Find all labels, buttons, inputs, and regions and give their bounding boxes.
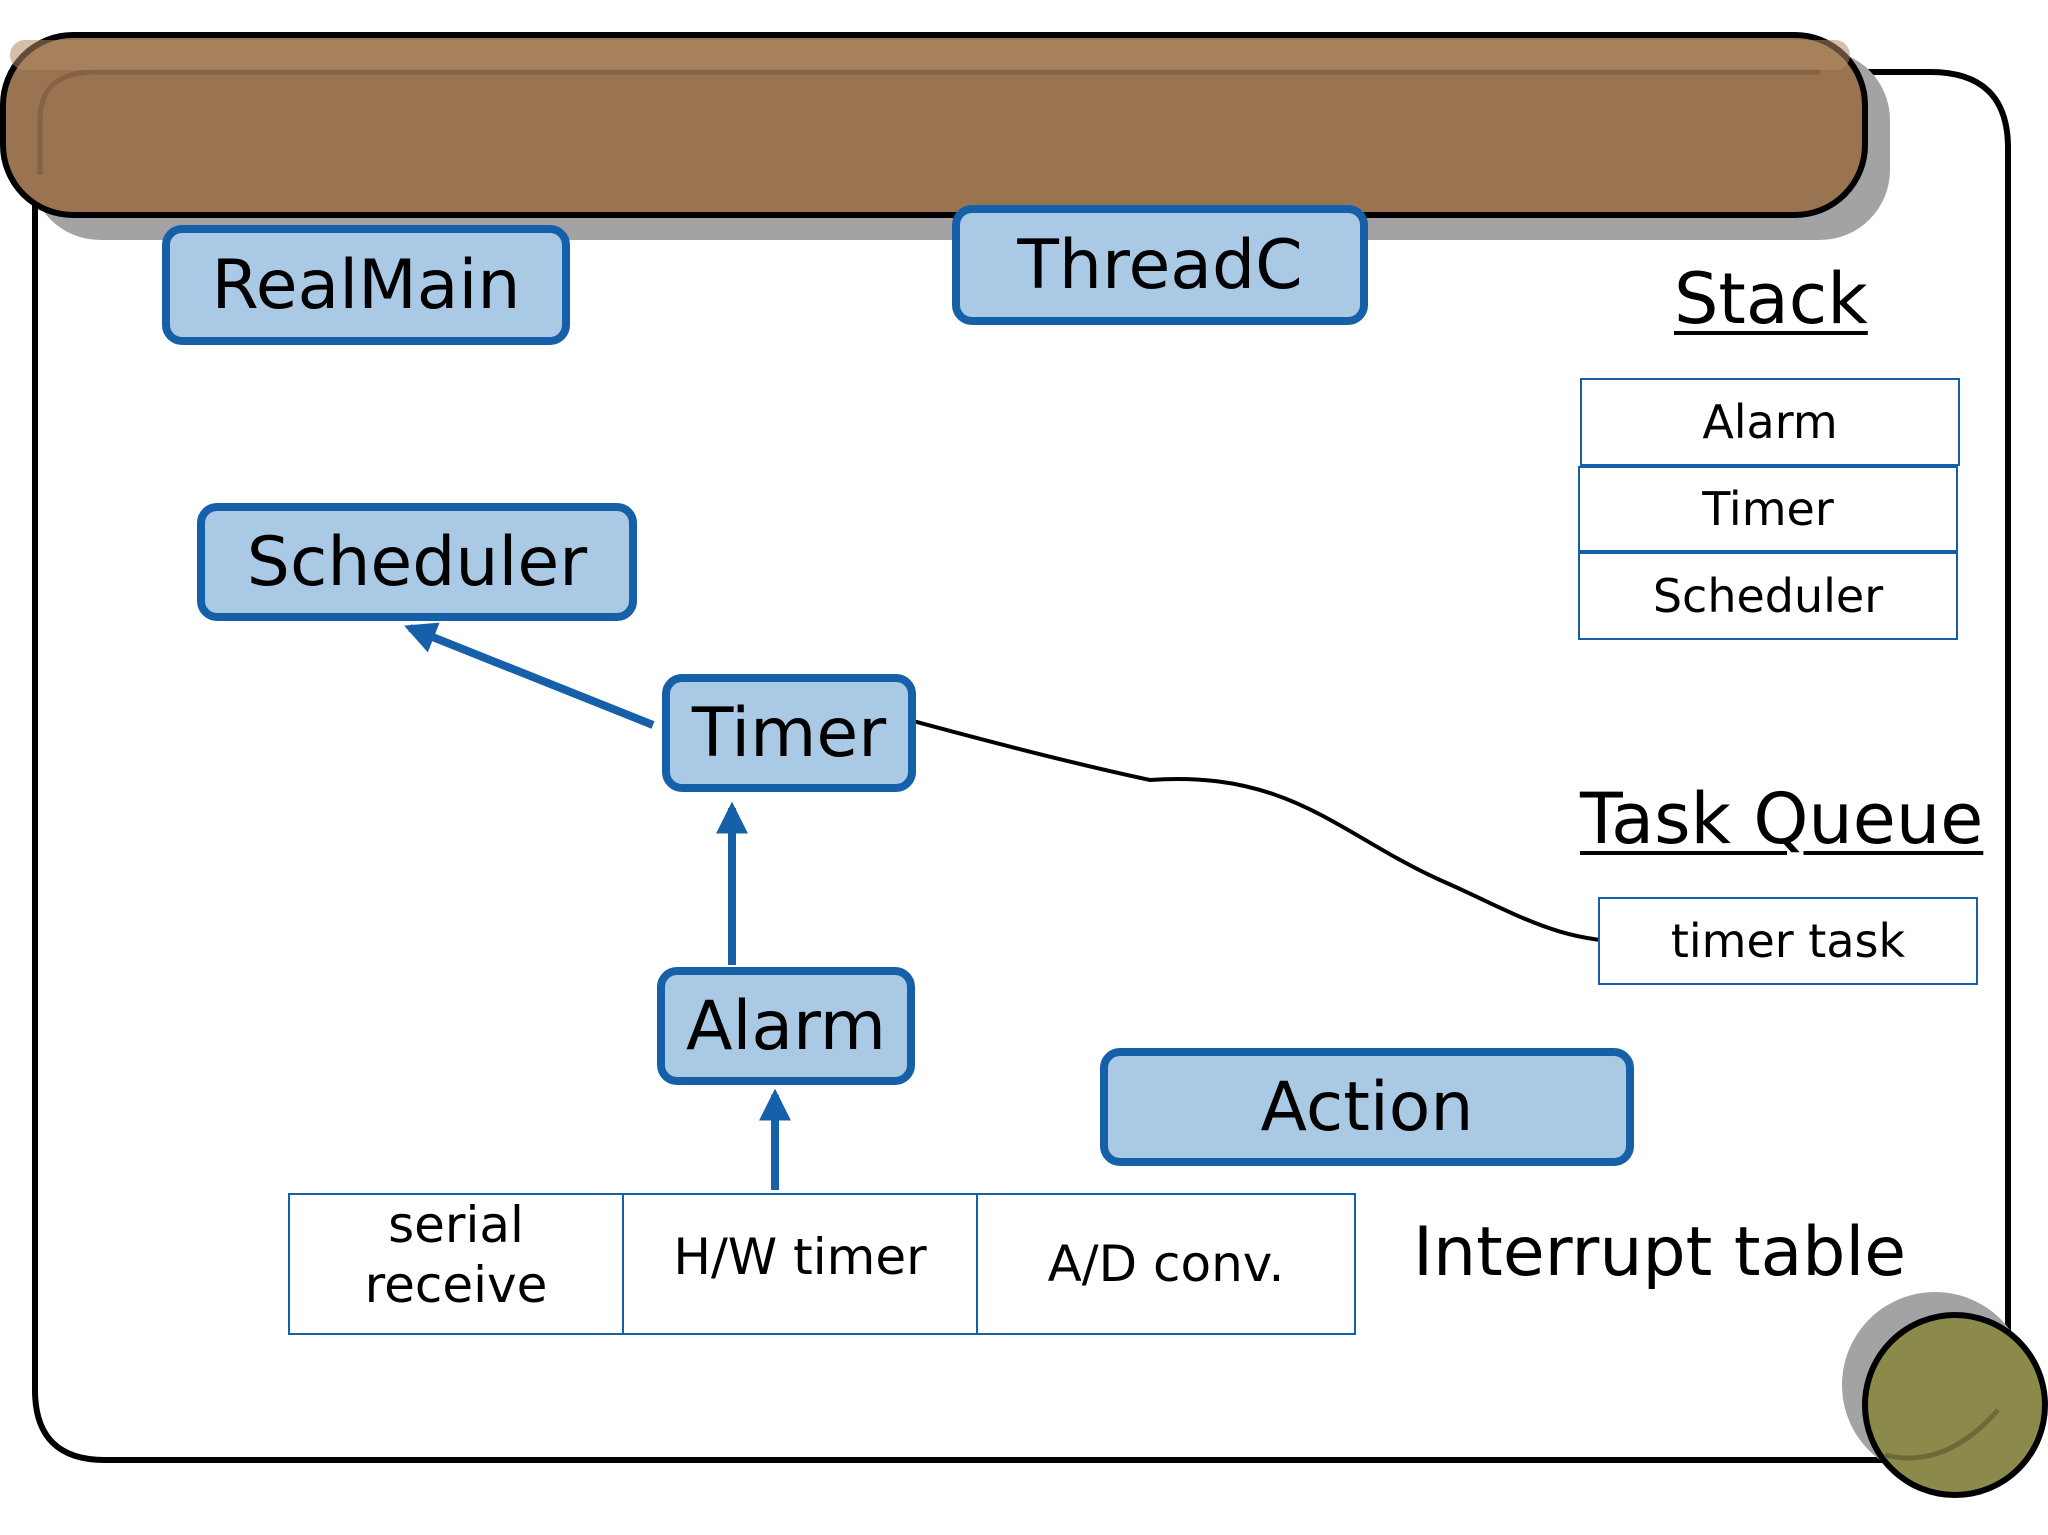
task-queue-item: timer task [1598,897,1978,985]
interrupt-table-label: Interrupt table [1413,1213,1907,1292]
interrupt-entry-label: A/D conv. [1047,1235,1285,1293]
arrow-task-to-timer [877,708,1649,945]
scroll-top-bar [0,32,1868,218]
interrupt-table: serial receive H/W timer A/D conv. [288,1193,1356,1335]
arrow-timer-to-scheduler [404,622,655,729]
scroll-curl-line [37,69,1820,175]
node-alarm: Alarm [657,967,915,1085]
stack-item: Scheduler [1578,552,1958,640]
node-timer: Timer [662,674,916,792]
interrupt-entry: H/W timer [622,1195,976,1333]
scroll-highlight [10,40,1850,70]
node-scheduler: Scheduler [197,503,637,621]
stack-title: Stack [1674,258,1868,340]
node-action: Action [1100,1048,1634,1166]
interrupt-entry-label: serial receive [364,1196,548,1314]
stack-item: Timer [1578,466,1958,552]
node-realmain: RealMain [162,225,570,345]
interrupt-entry: serial receive [290,1195,622,1333]
task-queue-title: Task Queue [1580,778,1984,860]
interrupt-entry-label: H/W timer [673,1228,927,1286]
scroll-knob [1862,1312,2048,1498]
stack-item: Alarm [1580,378,1960,466]
knob-curl [1884,1408,2000,1461]
node-threadc: ThreadC [952,205,1368,325]
interrupt-entry: A/D conv. [976,1195,1354,1333]
